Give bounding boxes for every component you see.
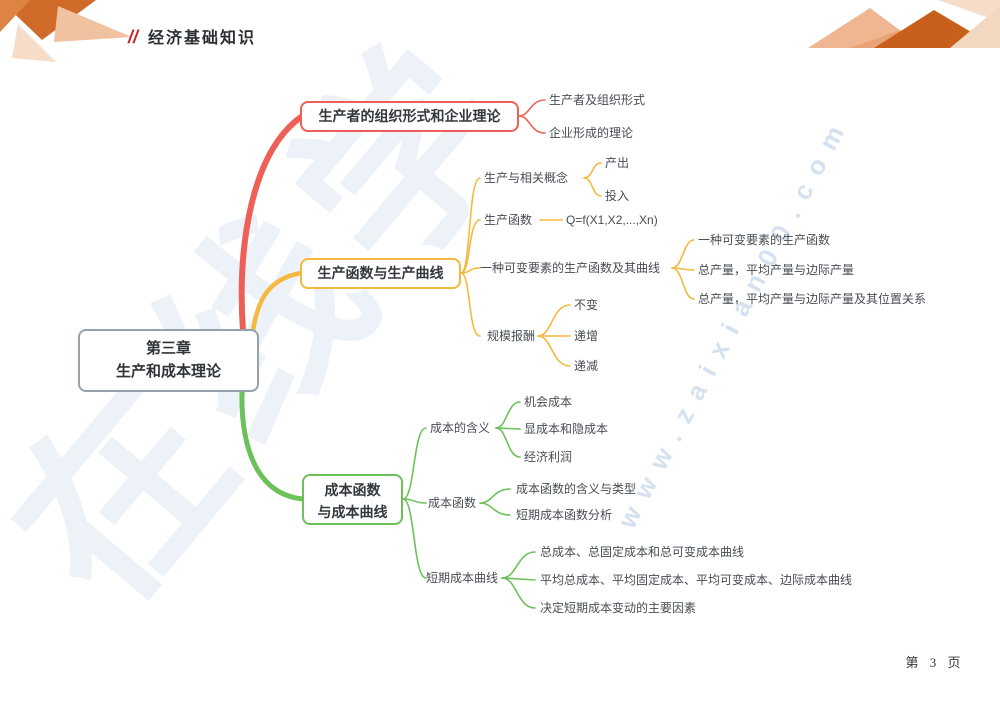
subtopic-label: 生产与相关概念 — [484, 171, 569, 185]
leaf-label: Q=f(X1,X2,...,Xn) — [566, 213, 658, 227]
leaf-label: 机会成本 — [524, 395, 573, 409]
branch-node-producer-organization: 生产者的组织形式和企业理论 — [300, 101, 519, 132]
leaf-label: 一种可变要素的生产函数 — [698, 233, 831, 247]
page-title: 经济基础知识 — [148, 30, 257, 47]
branch3-line1: 成本函数 — [324, 482, 381, 498]
leaf-label: 总成本、总固定成本和总可变成本曲线 — [540, 545, 745, 559]
leaf-label: 平均总成本、平均固定成本、平均可变成本、边际成本曲线 — [540, 573, 853, 587]
leaf-label: 经济利润 — [524, 450, 573, 464]
leaf-label: 递减 — [574, 359, 599, 373]
branch-node-cost-function: 成本函数 与成本曲线 — [302, 474, 403, 525]
leaf-label: 递增 — [574, 329, 599, 343]
leaf-label: 成本函数的含义与类型 — [516, 482, 637, 496]
leaf-label: 企业形成的理论 — [549, 126, 634, 140]
page-number: 第 3 页 — [905, 655, 965, 670]
leaf-label: 决定短期成本变动的主要因素 — [540, 601, 697, 615]
subtopic-label: 成本的含义 — [430, 421, 491, 435]
branch3-line2: 与成本曲线 — [317, 504, 388, 520]
root-line1: 第三章 — [145, 340, 191, 357]
leaf-label: 产出 — [605, 156, 630, 170]
subtopic-label: 一种可变要素的生产函数及其曲线 — [480, 261, 661, 275]
header-slashes-icon: // — [128, 27, 139, 47]
root-line2: 生产和成本理论 — [115, 363, 221, 381]
subtopic-label: 生产函数 — [484, 213, 533, 227]
corner-decoration-top-right — [808, 0, 1000, 48]
subtopic-label: 成本函数 — [428, 496, 477, 510]
mindmap-root-node: 第三章 生产和成本理论 — [78, 329, 259, 392]
branch-node-production-function: 生产函数与生产曲线 — [300, 258, 461, 289]
leaf-label: 不变 — [574, 298, 599, 312]
page-header: // 经济基础知识 — [128, 24, 256, 48]
leaf-label: 显成本和隐成本 — [524, 422, 609, 436]
corner-decoration-top-left — [0, 0, 132, 62]
leaf-label: 总产量，平均产量与边际产量及其位置关系 — [698, 292, 927, 306]
subtopic-label: 短期成本曲线 — [426, 571, 499, 585]
leaf-label: 生产者及组织形式 — [549, 93, 646, 107]
leaf-label: 短期成本函数分析 — [516, 508, 613, 522]
subtopic-label: 规模报酬 — [487, 329, 536, 343]
leaf-label: 投入 — [605, 189, 630, 203]
leaf-label: 总产量，平均产量与边际产量 — [698, 263, 855, 277]
